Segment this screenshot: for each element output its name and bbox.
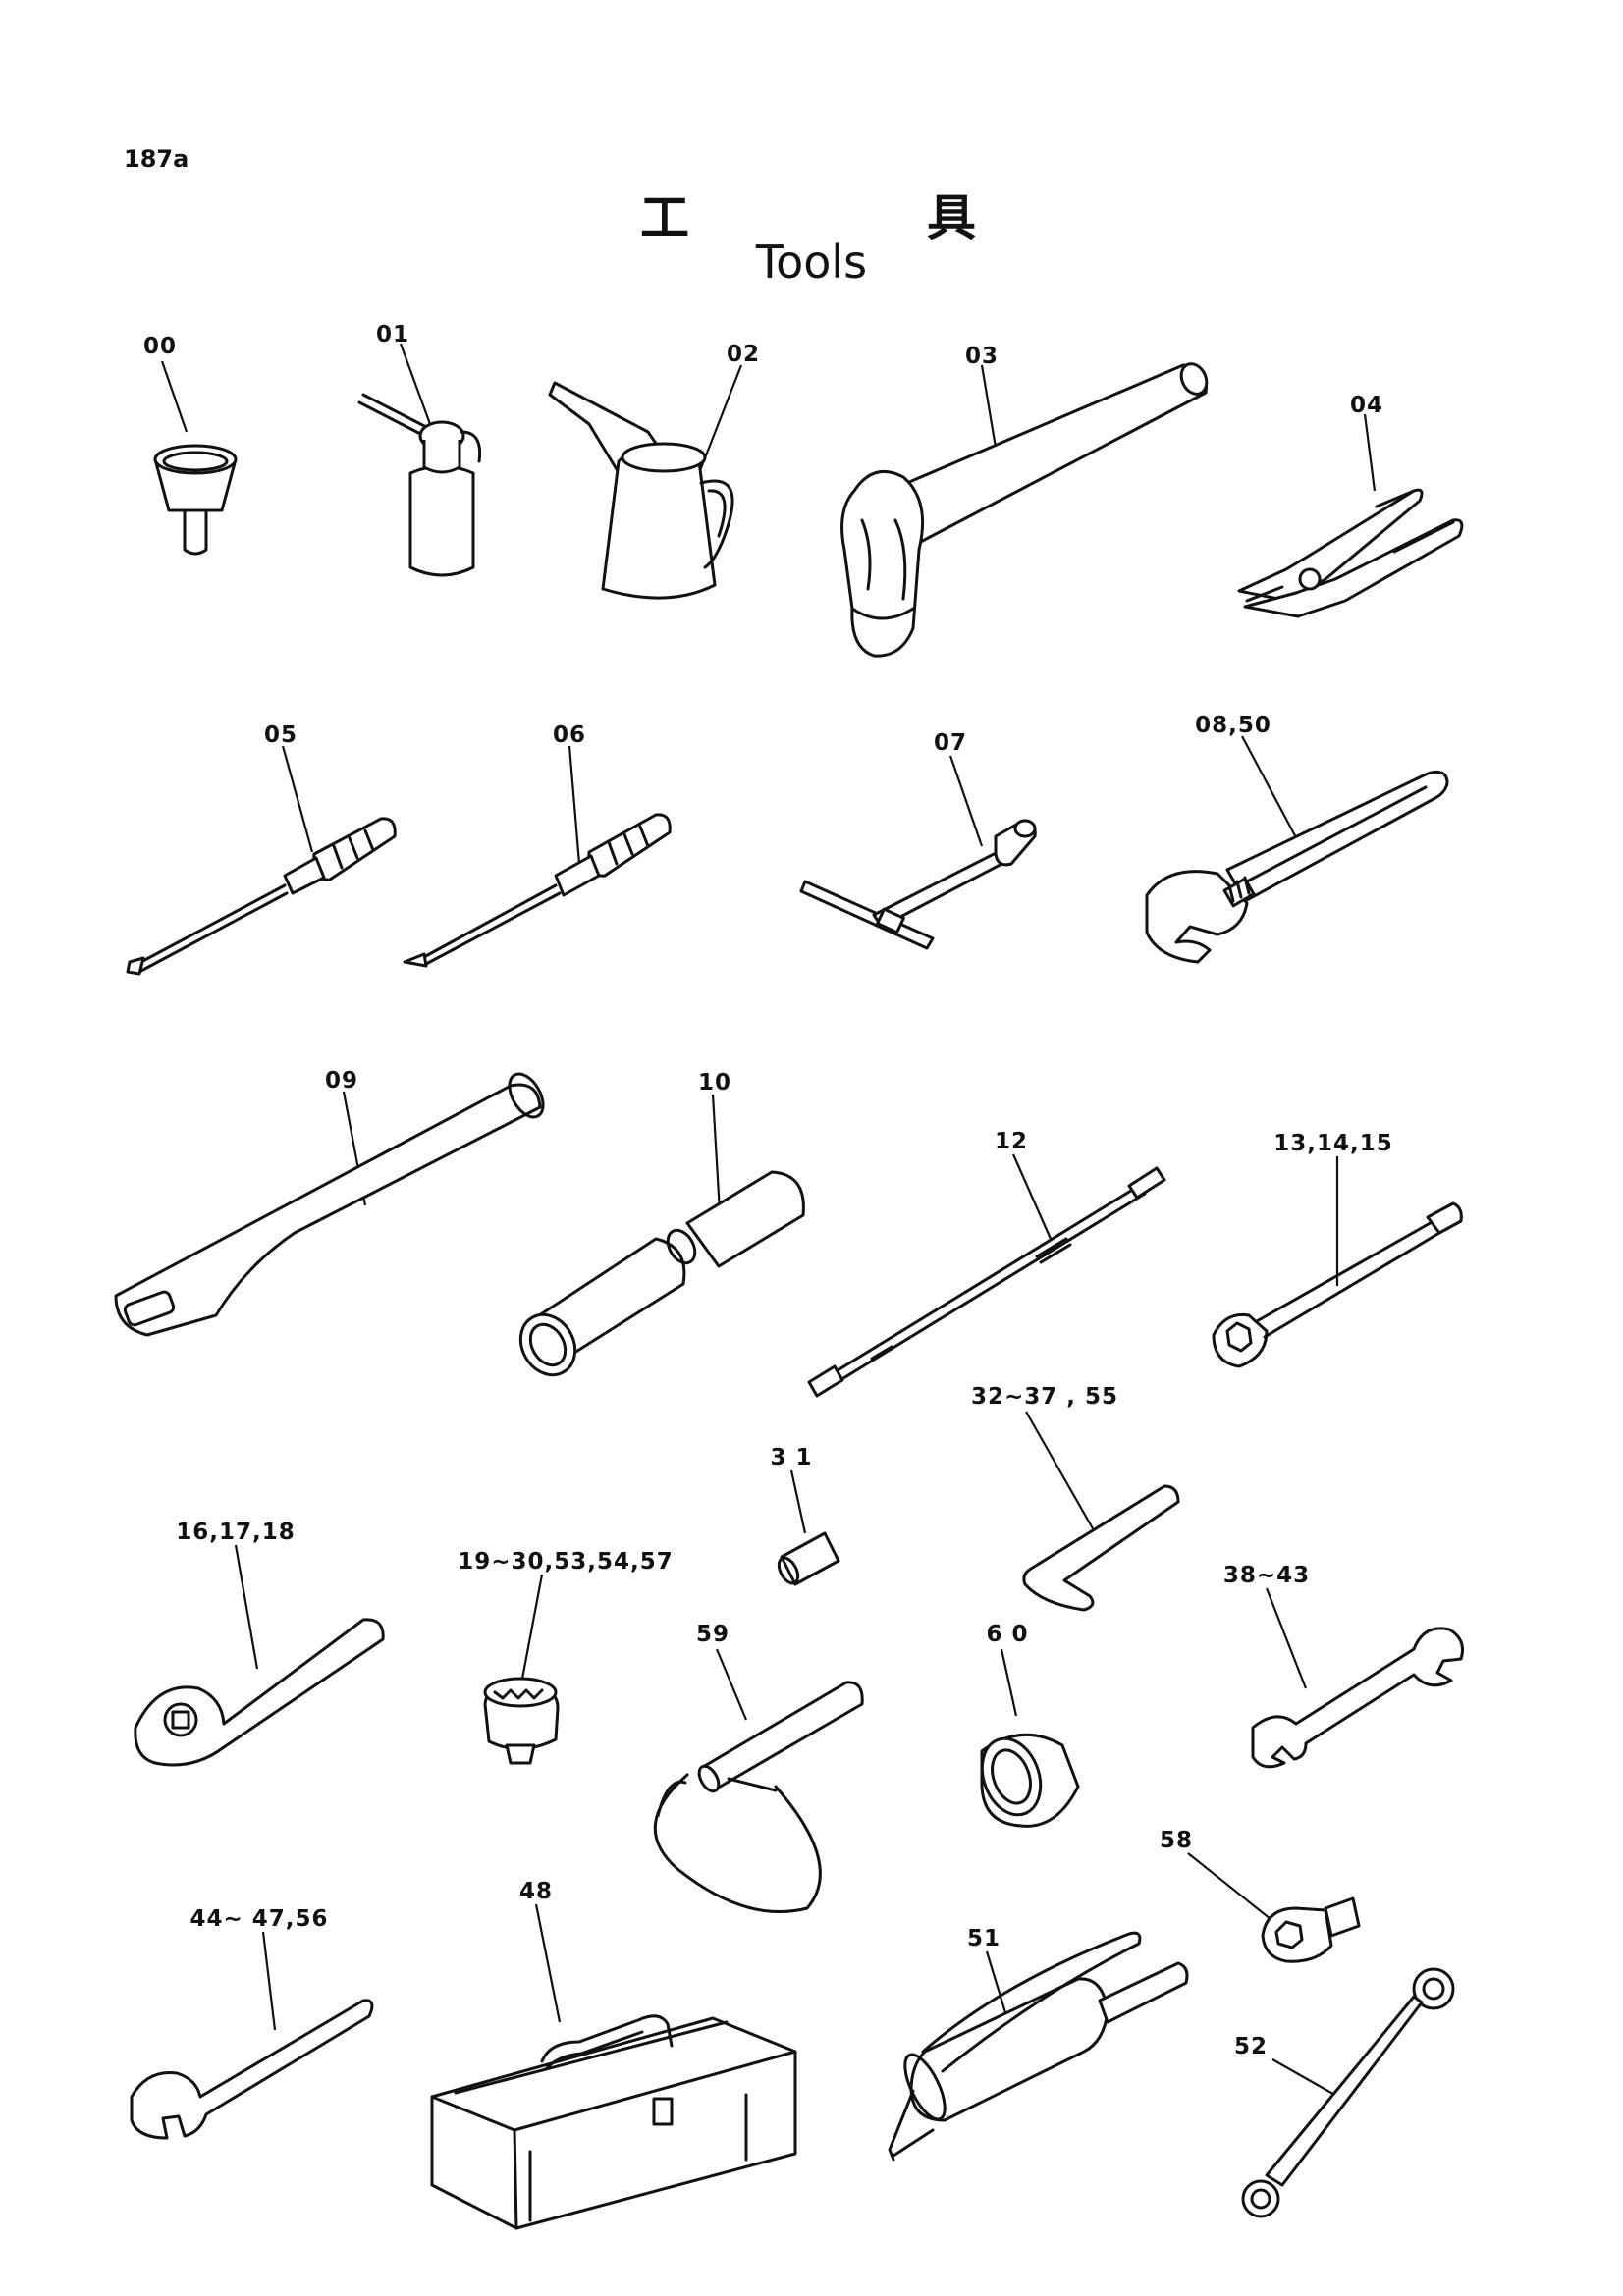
- callout-06: 06: [552, 722, 587, 748]
- leader-58: [1187, 1852, 1271, 1920]
- callout-07: 07: [933, 730, 968, 756]
- double-open-wrench-icon: [1251, 1627, 1464, 1769]
- filter-wrench-strap-icon: [653, 1681, 864, 1914]
- callout-38-43: 38~43: [1222, 1563, 1311, 1588]
- adjustable-wrench-icon: [1145, 770, 1449, 964]
- leader-31: [789, 1469, 807, 1534]
- bar-icon: [114, 1072, 545, 1337]
- leader-19: [520, 1574, 544, 1680]
- callout-31: 3 1: [770, 1445, 813, 1470]
- leader-48: [534, 1903, 562, 2023]
- callout-19-30: 19~30,53,54,57: [458, 1549, 674, 1575]
- callout-60: 6 0: [986, 1622, 1029, 1647]
- ratchet-handle-icon: [134, 1618, 385, 1767]
- callout-00: 00: [142, 334, 178, 359]
- callout-58: 58: [1159, 1828, 1194, 1853]
- callout-05: 05: [263, 722, 298, 748]
- hex-bit-icon: [777, 1531, 840, 1586]
- pipe-icon: [518, 1170, 805, 1377]
- single-open-wrench-icon: [130, 1999, 374, 2140]
- callout-51: 51: [966, 1926, 1001, 1951]
- socket-icon: [483, 1677, 560, 1765]
- leader-60: [1000, 1648, 1018, 1717]
- callout-04: 04: [1349, 393, 1384, 418]
- oil-jug-icon: [548, 381, 734, 600]
- screwdriver-phillips-icon: [403, 813, 672, 968]
- leader-06: [568, 745, 581, 865]
- hex-key-icon: [1022, 1484, 1180, 1612]
- adapter-icon: [1261, 1896, 1361, 1963]
- grease-gun-icon: [888, 1931, 1189, 2162]
- leader-38: [1265, 1587, 1308, 1689]
- leader-32: [1025, 1411, 1099, 1538]
- callout-52: 52: [1233, 2034, 1269, 2059]
- leader-04: [1363, 413, 1377, 492]
- leader-44: [261, 1931, 277, 2031]
- leader-59: [715, 1648, 748, 1721]
- callout-10: 10: [697, 1070, 732, 1095]
- screwdriver-flat-icon: [126, 817, 397, 976]
- title-en: Tools: [0, 236, 1623, 289]
- leader-02: [697, 364, 743, 474]
- leader-07: [948, 755, 984, 847]
- callout-09: 09: [324, 1068, 359, 1094]
- leader-01: [399, 343, 432, 425]
- callout-32-37-55: 32~37 , 55: [970, 1384, 1119, 1410]
- callout-13-14-15: 13,14,15: [1273, 1131, 1393, 1156]
- socket-extension-icon: [1212, 1201, 1463, 1368]
- callout-44-47-56: 44~ 47,56: [189, 1906, 329, 1932]
- callout-08-50: 08,50: [1195, 713, 1271, 738]
- title-ja-1: 工: [640, 189, 689, 246]
- pliers-icon: [1237, 488, 1464, 618]
- callout-16-17-18: 16,17,18: [176, 1520, 296, 1545]
- oil-can-icon: [357, 393, 482, 577]
- page-id: 187a: [124, 145, 189, 173]
- title-en-text: Tools: [755, 236, 868, 289]
- callout-12: 12: [994, 1129, 1029, 1154]
- callout-59: 59: [695, 1622, 730, 1647]
- callout-02: 02: [726, 342, 761, 367]
- callout-48: 48: [518, 1879, 554, 1904]
- leader-05: [281, 745, 314, 853]
- hammer-icon: [840, 362, 1209, 658]
- leader-12: [1011, 1153, 1053, 1240]
- callout-03: 03: [964, 344, 1000, 369]
- leader-00: [160, 360, 189, 433]
- extension-bar-icon: [807, 1166, 1166, 1398]
- filter-cup-icon: [980, 1733, 1080, 1828]
- leader-16: [234, 1544, 259, 1670]
- title-ja-2: 具: [927, 189, 976, 246]
- tool-box-icon: [430, 2014, 797, 2230]
- callout-01: 01: [375, 322, 410, 347]
- funnel-icon: [153, 444, 238, 556]
- box-wrench-icon: [1241, 1967, 1455, 2218]
- t-socket-wrench-icon: [799, 819, 1037, 950]
